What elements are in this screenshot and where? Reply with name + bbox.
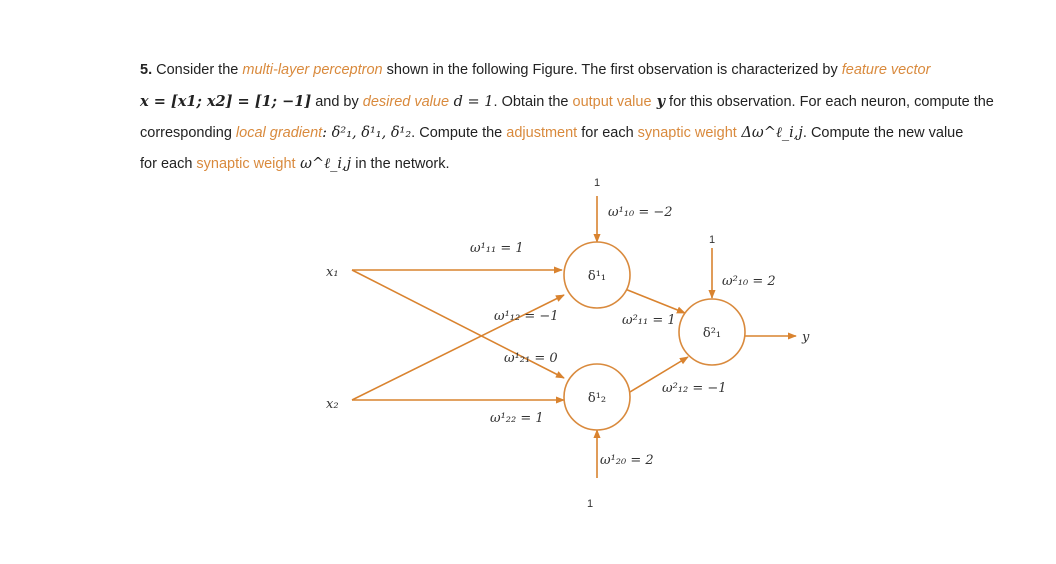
- line-2-seg-4: . Obtain the: [493, 94, 573, 110]
- input-x1-label: x₁: [326, 265, 339, 280]
- line-3-seg-7: Δω^ℓ_i,j: [736, 125, 803, 141]
- line-2-seg-1: and by: [311, 94, 363, 110]
- line-3-seg-1: local gradient: [235, 125, 323, 141]
- problem-line-3: corresponding local gradient: δ²₁, δ¹₁, …: [140, 118, 1020, 149]
- line-1-seg-2: shown in the following Figure. The first…: [382, 62, 842, 78]
- line-4-seg-2: ω^ℓ_i,j: [295, 156, 352, 172]
- weight-w21-1: ω¹₂₁ = 0: [504, 351, 558, 366]
- line-3-seg-6: synaptic weight: [637, 125, 737, 141]
- line-3-seg-0: corresponding: [140, 125, 236, 141]
- problem-statement: 5. Consider the multi-layer perceptron s…: [140, 55, 1020, 180]
- edge-x2-h1: [351, 294, 565, 401]
- neuron-output-label: δ²₁: [703, 326, 721, 341]
- weight-w20-1: ω¹₂₀ = 2: [600, 453, 654, 468]
- weight-w10-1: ω¹₁₀ = −2: [608, 205, 673, 220]
- weight-w12-2: ω²₁₂ = −1: [662, 381, 727, 396]
- weight-w11-2: ω²₁₁ = 1: [622, 313, 676, 328]
- neuron-hidden-1: [563, 241, 631, 309]
- edge-h1-out: [619, 286, 686, 314]
- line-2-seg-0: x = [x1; x2] = [1; −1]: [140, 93, 312, 110]
- line-2-seg-6: y: [651, 93, 666, 110]
- neuron-output: [678, 298, 746, 366]
- weight-w11-1: ω¹₁₁ = 1: [470, 241, 524, 256]
- neuron-hidden-1-label: δ¹₁: [588, 269, 606, 284]
- problem-line-2: x = [x1; x2] = [1; −1] and by desired va…: [140, 86, 1020, 118]
- line-2-seg-2: desired value: [362, 94, 450, 110]
- line-3-seg-5: for each: [577, 125, 638, 141]
- line-1-seg-0: Consider the: [156, 62, 243, 78]
- bias-right-label: 1: [709, 234, 715, 246]
- line-1-seg-3: feature vector: [841, 62, 931, 78]
- line-2-seg-3: d = 1: [449, 94, 494, 110]
- line-3-seg-3: . Compute the: [411, 125, 507, 141]
- line-4-seg-3: in the network.: [351, 156, 450, 172]
- bias-bottom-label: 1: [587, 498, 593, 510]
- weight-w12-1: ω¹₁₂ = −1: [494, 309, 559, 324]
- line-3-seg-8: . Compute the new value: [802, 125, 964, 141]
- line-2-seg-5: output value: [572, 94, 652, 110]
- neuron-hidden-2-label: δ¹₂: [588, 391, 606, 406]
- weight-w22-1: ω¹₂₂ = 1: [490, 411, 544, 426]
- neuron-hidden-2: [563, 363, 631, 431]
- edge-x1-h2: [351, 269, 565, 379]
- problem-line-1: 5. Consider the multi-layer perceptron s…: [140, 55, 1020, 86]
- problem-line-4: for each synaptic weight ω^ℓ_i,j in the …: [140, 149, 1020, 180]
- line-4-seg-0: for each: [140, 156, 197, 172]
- input-x2-label: x₂: [326, 397, 339, 412]
- weight-w10-2: ω²₁₀ = 2: [722, 274, 776, 289]
- edge-h2-out: [624, 356, 689, 396]
- problem-number: 5.: [140, 62, 153, 78]
- line-4-seg-1: synaptic weight: [196, 156, 296, 172]
- line-2-seg-7: for this observation. For each neuron, c…: [665, 94, 994, 110]
- line-1-seg-1: multi-layer perceptron: [242, 62, 383, 78]
- line-3-seg-2: : δ²₁, δ¹₁, δ¹₂: [322, 125, 412, 141]
- output-y-label: y: [801, 330, 810, 345]
- line-3-seg-4: adjustment: [506, 125, 578, 141]
- bias-top-label: 1: [594, 177, 600, 189]
